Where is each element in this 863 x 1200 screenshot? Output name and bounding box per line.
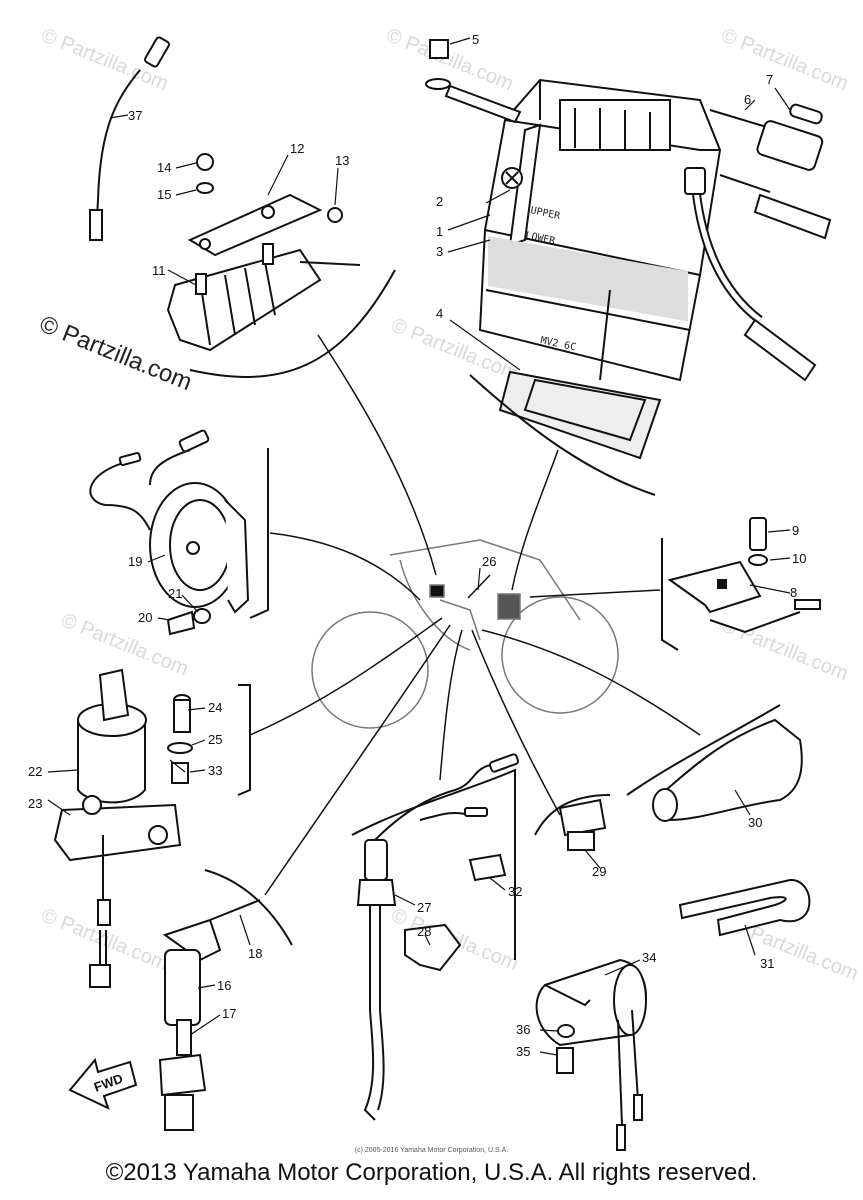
callout-30: 30 bbox=[748, 815, 762, 830]
callout-36: 36 bbox=[516, 1022, 530, 1037]
callout-23: 23 bbox=[28, 796, 42, 811]
callout-11: 11 bbox=[152, 263, 166, 278]
callout-8: 8 bbox=[790, 585, 797, 600]
callout-1: 1 bbox=[436, 224, 443, 239]
callout-ticks bbox=[47, 37, 791, 1056]
callout-10: 10 bbox=[792, 551, 806, 566]
callout-25: 25 bbox=[208, 732, 222, 747]
callout-18: 18 bbox=[248, 946, 262, 961]
small-credit: (c) 2005-2016 Yamaha Motor Corporation, … bbox=[354, 1147, 509, 1154]
callout-33: 33 bbox=[208, 763, 222, 778]
callout-4: 4 bbox=[436, 306, 443, 321]
callout-32: 32 bbox=[508, 884, 522, 899]
callout-numbers: 1 2 3 4 5 6 7 8 9 10 11 12 13 14 15 16 1… bbox=[28, 32, 806, 1059]
callout-17: 17 bbox=[222, 1006, 236, 1021]
callout-13: 13 bbox=[335, 153, 349, 168]
callout-19: 19 bbox=[128, 554, 142, 569]
clamp bbox=[678, 878, 811, 937]
battery-cable bbox=[425, 39, 522, 124]
callout-3: 3 bbox=[436, 244, 443, 259]
callout-35: 35 bbox=[516, 1044, 530, 1059]
oil-switch bbox=[558, 798, 607, 851]
callout-21: 21 bbox=[168, 586, 182, 601]
watermark: © Partzilla.com bbox=[718, 24, 851, 95]
callout-12: 12 bbox=[290, 141, 304, 156]
callout-9: 9 bbox=[792, 523, 799, 538]
callout-27: 27 bbox=[417, 900, 431, 915]
leader-lines bbox=[249, 334, 701, 896]
callout-5: 5 bbox=[472, 32, 479, 47]
copyright-notice: ©2013 Yamaha Motor Corporation, U.S.A. A… bbox=[105, 1159, 758, 1186]
callout-20: 20 bbox=[138, 610, 152, 625]
watermark: © Partzilla.com bbox=[36, 311, 196, 397]
callout-31: 31 bbox=[760, 956, 774, 971]
callout-34: 34 bbox=[642, 950, 656, 965]
callout-16: 16 bbox=[217, 978, 231, 993]
callout-26: 26 bbox=[482, 554, 496, 569]
main-switch bbox=[53, 668, 193, 988]
regulator bbox=[667, 517, 821, 634]
callout-15: 15 bbox=[157, 187, 171, 202]
neutral-switch bbox=[356, 753, 520, 1121]
wire-37 bbox=[89, 36, 170, 241]
callout-22: 22 bbox=[28, 764, 42, 779]
callout-37: 37 bbox=[128, 108, 142, 123]
condenser bbox=[535, 958, 647, 1151]
relay-assembly bbox=[166, 153, 361, 352]
callout-2: 2 bbox=[436, 194, 443, 209]
callout-7: 7 bbox=[766, 72, 773, 87]
group-brackets bbox=[189, 269, 781, 960]
battery bbox=[478, 78, 817, 460]
fwd-arrow: FWD bbox=[68, 1057, 138, 1110]
callout-24: 24 bbox=[208, 700, 222, 715]
spark-plug bbox=[158, 899, 261, 1131]
fuse-holder bbox=[709, 103, 832, 240]
horn bbox=[89, 429, 250, 636]
callout-14: 14 bbox=[157, 160, 171, 175]
callout-6: 6 bbox=[744, 92, 751, 107]
callout-29: 29 bbox=[592, 864, 606, 879]
callout-28: 28 bbox=[417, 924, 431, 939]
rubber-boot bbox=[652, 718, 803, 822]
motorcycle-outline bbox=[311, 539, 619, 729]
